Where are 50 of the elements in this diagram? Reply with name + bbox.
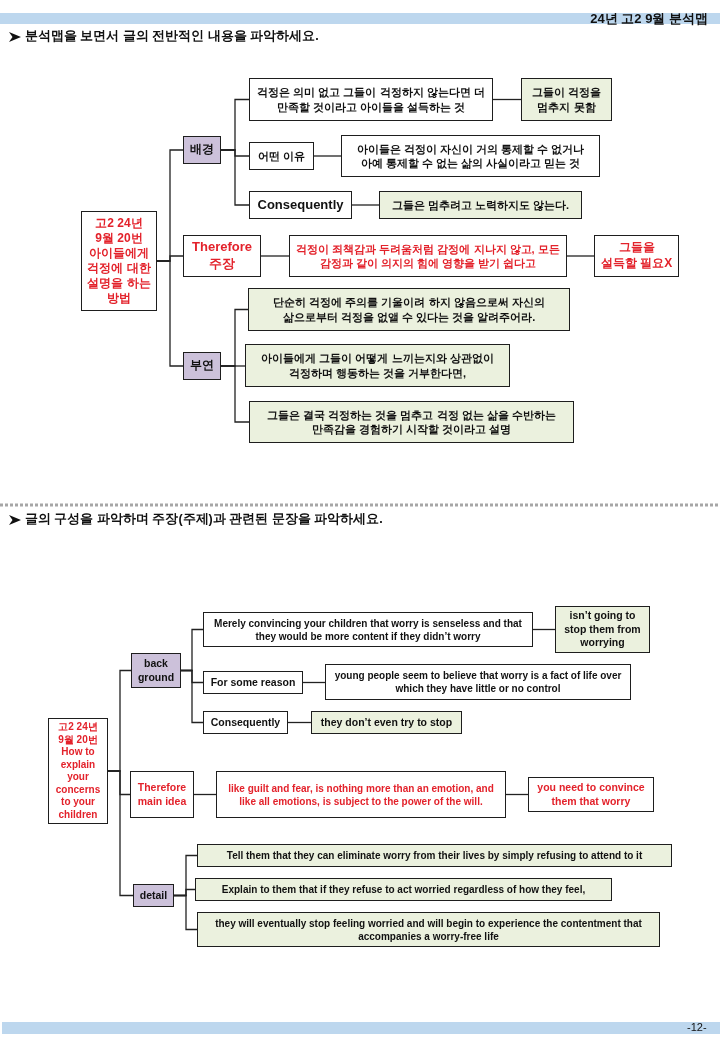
- text-box: 걱정이 죄책감과 두려움처럼 감정에 지나지 않고, 모든 감정과 같이 의지의 힘에 영향을 받기 쉽다고: [289, 235, 567, 277]
- text-box: Consequently: [249, 191, 352, 219]
- text-box: young people seem to believe that worry is a fact of life over which they have little or no control: [325, 664, 631, 700]
- connector-line: [351, 204, 380, 206]
- text-box: 그들을 설득할 필요X: [594, 235, 679, 277]
- text-box: Merely convincing your children that worry is senseless and that they would be more content if they didn’t worry: [203, 612, 533, 647]
- highlight-box: Explain to them that if they refuse to act worried regardless of how they feel,: [195, 878, 612, 901]
- page-title: 24년 고2 9월 분석맵: [590, 11, 708, 27]
- connector-line: [287, 721, 312, 724]
- connector-line: [532, 628, 556, 631]
- connector-line: [302, 681, 326, 684]
- connector-line: [566, 255, 595, 257]
- page-number: -12-: [687, 1021, 707, 1035]
- highlight-box: they don’t even try to stop: [311, 711, 462, 734]
- connector-line: [505, 793, 529, 796]
- highlight-box: 그들은 결국 걱정하는 것을 멈추고 걱정 없는 삶을 수반하는 만족감을 경험하기 시작할 것이라고 설명: [249, 401, 574, 443]
- highlight-box: 단순히 걱정에 주의를 기울이려 하지 않음으로써 자신의 삶으로부터 걱정을 없앨 수 있다는 것을 알려주어라.: [248, 288, 570, 331]
- connector-line: [193, 793, 217, 796]
- text-box: Consequently: [203, 711, 288, 734]
- category-box: back ground: [131, 653, 181, 688]
- highlight-box: 그들은 멈추려고 노력하지도 않는다.: [379, 191, 582, 219]
- text-box: 걱정은 의미 없고 그들이 걱정하지 않는다면 더 만족할 것이라고 아이들을 설득하는 것: [249, 78, 493, 121]
- highlight-box: 그들이 걱정을 멈추지 못함: [521, 78, 612, 121]
- connector-line: [173, 894, 198, 931]
- instruction-text: 글의 구성을 파악하며 주장(주제)과 관련된 문장을 파악하세요.: [25, 512, 383, 527]
- connector-line: [107, 770, 134, 897]
- connector-line: [220, 149, 250, 206]
- text-box: 아이들은 걱정이 자신이 거의 통제할 수 없거나 아예 통제할 수 없는 삶의 사실이라고 믿는 것: [341, 135, 600, 177]
- connector-line: [220, 365, 250, 423]
- category-box: 부연: [183, 352, 221, 380]
- topic-box: 고2 24년 9월 20번 아이들에게 걱정에 대한 설명을 하는 방법: [81, 211, 157, 311]
- connector-line: [260, 255, 290, 257]
- text-box: you need to convince them that worry: [528, 777, 654, 812]
- category-box: 배경: [183, 136, 221, 164]
- text-box: Therefore main idea: [130, 771, 194, 818]
- text-box: Therefore 주장: [183, 235, 261, 277]
- connector-line: [156, 260, 184, 367]
- topic-box: 고2 24년 9월 20번 How to explain your concerns to your children: [48, 718, 108, 824]
- category-box: detail: [133, 884, 174, 907]
- connector-line: [180, 669, 204, 724]
- text-box: like guilt and fear, is nothing more than an emotion, and like all emotions, is subject to the power of the will.: [216, 771, 506, 818]
- highlight-box: 아이들에게 그들이 어떻게 느끼는지와 상관없이 걱정하며 행동하는 것을 거부한다면,: [245, 344, 510, 387]
- highlight-box: isn’t going to stop them from worrying: [555, 606, 650, 653]
- highlight-box: Tell them that they can eliminate worry from their lives by simply refusing to attend to it: [197, 844, 672, 867]
- highlight-box: they will eventually stop feeling worried and will begin to experience the contentment that accompanies a worry-free life: [197, 912, 660, 947]
- connector-line: [492, 98, 522, 101]
- instruction-text: 분석맵을 보면서 글의 전반적인 내용을 파악하세요.: [25, 29, 319, 44]
- text-box: 어떤 이유: [249, 142, 314, 170]
- text-box: For some reason: [203, 671, 303, 694]
- connector-line: [313, 155, 342, 157]
